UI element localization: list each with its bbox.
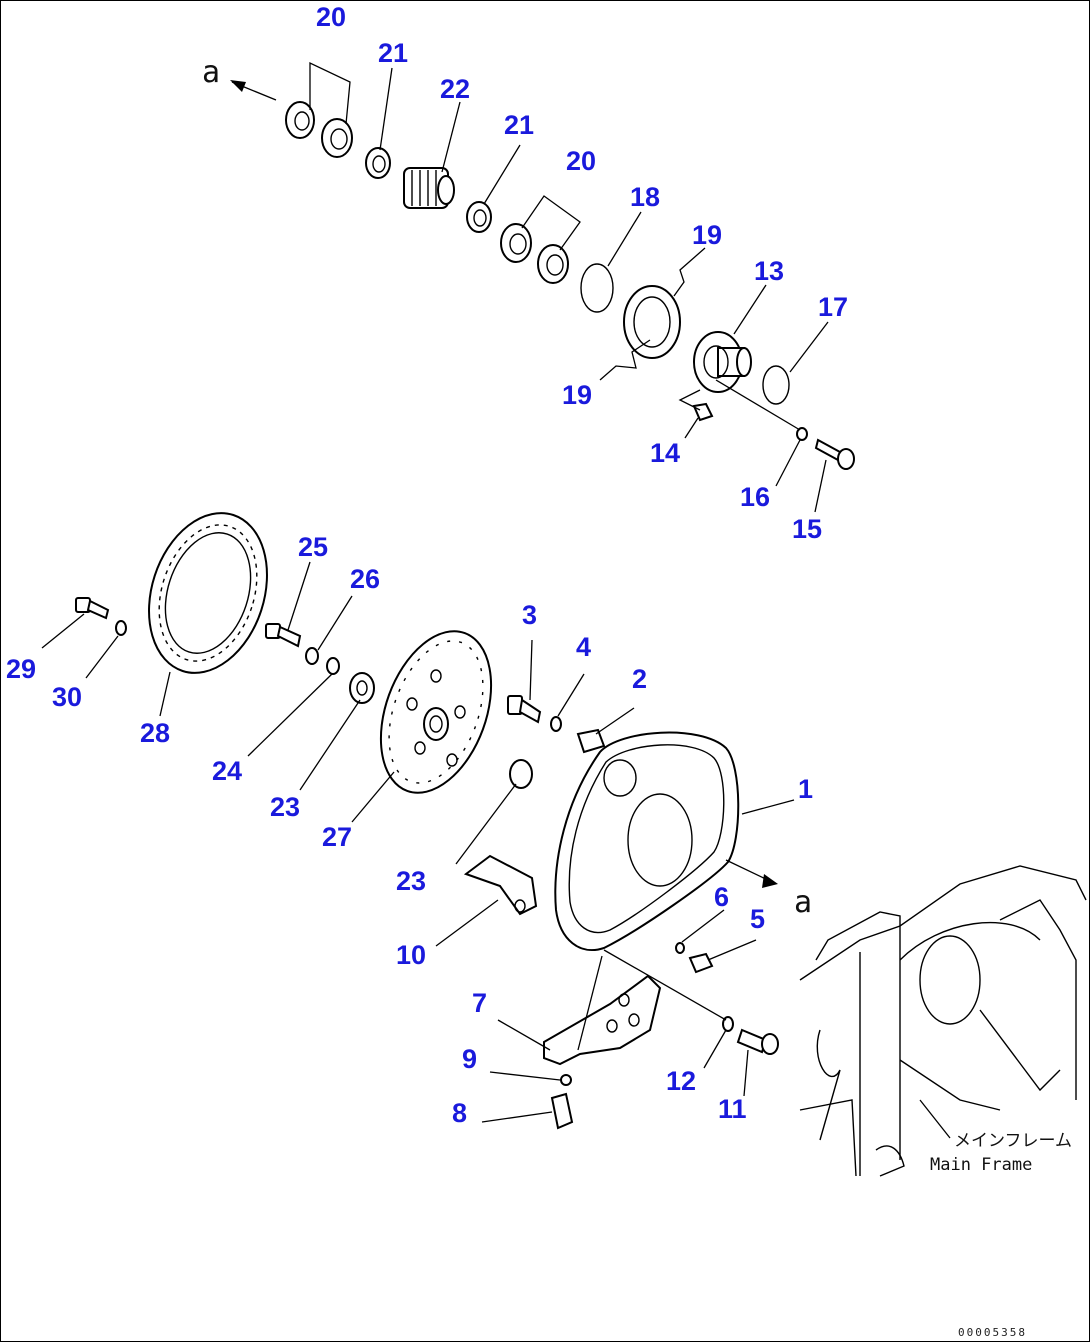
callout-3: 3 [522, 600, 537, 630]
part-20-bearing-cup-lower [500, 223, 532, 263]
callout-5: 5 [750, 904, 765, 934]
callout-13: 13 [754, 256, 784, 286]
callout-4: 4 [576, 632, 591, 662]
part-9-washer [560, 1074, 572, 1086]
part-25-bolt [265, 623, 302, 648]
drawing-code: 00005358 [958, 1326, 1027, 1339]
part-28-ring-gear [148, 512, 268, 674]
callout-21: 21 [378, 38, 408, 68]
marker-a-bottom: a [794, 885, 812, 920]
callout-12: 12 [666, 1066, 696, 1096]
part-26-washer [305, 647, 319, 665]
part-5-bolt [688, 952, 714, 974]
callout-20: 20 [316, 2, 346, 32]
callout-6: 6 [714, 882, 729, 912]
callout-29: 29 [6, 654, 36, 684]
arrow-a-top: a [202, 55, 277, 101]
callout-22: 22 [440, 74, 470, 104]
part-20-bearing-cone [321, 118, 353, 158]
part-16-washer [796, 427, 808, 441]
part-2-dowel [576, 728, 606, 754]
part-14-plug [692, 402, 714, 422]
center-leaders [435, 639, 795, 1123]
part-10-bracket [463, 854, 538, 916]
part-12-washer [722, 1016, 734, 1032]
left-leaders [41, 561, 395, 823]
callout-26: 26 [350, 564, 380, 594]
part-8-bolt [550, 1092, 574, 1130]
part-18-o-ring [580, 263, 614, 313]
main-frame-label-jp: メインフレーム [954, 1131, 1072, 1151]
part-30-washer [115, 620, 127, 636]
arrow-a-bottom: a [725, 859, 812, 920]
callout-27: 27 [322, 822, 352, 852]
part-29-bolt [75, 597, 110, 620]
callout-19: 19 [692, 220, 722, 250]
callout-7: 7 [472, 988, 487, 1018]
callout-18: 18 [630, 182, 660, 212]
callout-16: 16 [740, 482, 770, 512]
callout-30: 30 [52, 682, 82, 712]
part-15-bolt [814, 438, 855, 470]
part-1-flywheel-housing [554, 731, 740, 951]
part-6-washer [675, 942, 685, 954]
part-27-flywheel [379, 630, 493, 794]
part-23-seal [349, 672, 375, 704]
part-20-bearing-cup [285, 101, 315, 139]
part-13-cage [693, 331, 752, 393]
part-23-seal-center [509, 759, 533, 789]
part-7-support [543, 974, 662, 1066]
callout-2: 2 [632, 664, 647, 694]
part-22-gear [403, 167, 455, 209]
part-21-ring-lower [466, 201, 492, 233]
callout-23: 23 [270, 792, 300, 822]
callout-10: 10 [396, 940, 426, 970]
part-19-shim [623, 285, 681, 359]
callout-1: 1 [798, 774, 813, 804]
upper-leaders [309, 61, 829, 513]
marker-a-top: a [202, 55, 220, 90]
callout-11: 11 [718, 1094, 747, 1124]
callout-14: 14 [650, 438, 680, 468]
main-frame-label: メインフレーム Main Frame [930, 1131, 1072, 1175]
callout-19: 19 [562, 380, 592, 410]
part-4-washer [550, 716, 562, 732]
main-frame-label-en: Main Frame [930, 1155, 1032, 1175]
callout-28: 28 [140, 718, 170, 748]
callout-labels: 20 21 22 21 20 18 19 13 17 19 14 16 15 2… [6, 2, 848, 1128]
part-24-washer [326, 657, 340, 675]
part-3-bolt [507, 695, 542, 724]
callout-9: 9 [462, 1044, 477, 1074]
callout-15: 15 [792, 514, 822, 544]
part-20-bearing-cone-lower [537, 244, 569, 284]
part-11-bolt [736, 1028, 779, 1055]
callout-20: 20 [566, 146, 596, 176]
part-17-o-ring [762, 365, 790, 405]
part-21-ring [365, 147, 391, 179]
callout-24: 24 [212, 756, 242, 786]
main-frame [799, 865, 1087, 1177]
callout-25: 25 [298, 532, 328, 562]
callout-21: 21 [504, 110, 534, 140]
callout-17: 17 [818, 292, 848, 322]
callout-23: 23 [396, 866, 426, 896]
callout-8: 8 [452, 1098, 467, 1128]
